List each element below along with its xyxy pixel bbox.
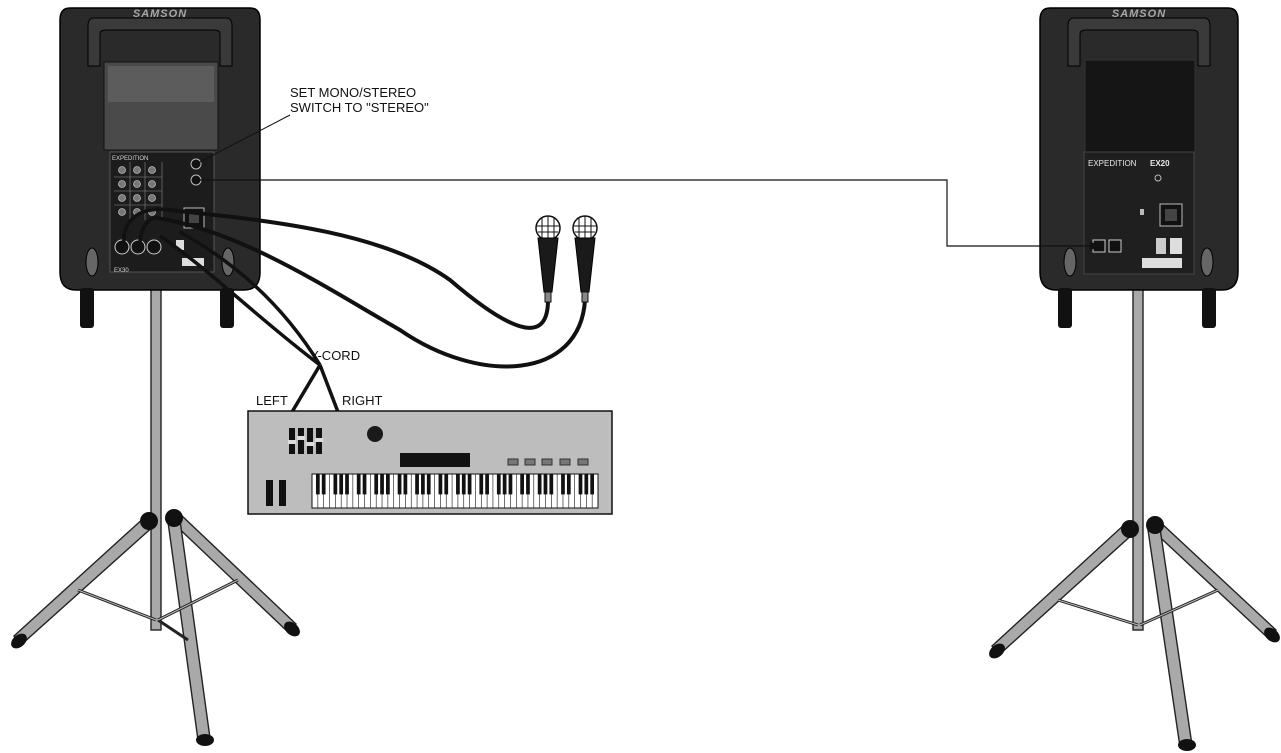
right-speaker-stand xyxy=(989,284,1280,751)
black-key xyxy=(485,474,489,495)
black-key xyxy=(584,474,589,495)
black-key xyxy=(526,474,530,495)
black-key xyxy=(502,474,507,495)
black-key xyxy=(520,474,524,495)
mic-cable-1 xyxy=(169,208,550,330)
black-key xyxy=(321,474,326,495)
black-key xyxy=(380,474,384,495)
black-key xyxy=(561,474,565,495)
link-cable xyxy=(198,179,1090,247)
mic-cable-2 xyxy=(155,216,587,369)
keyboard-synthesizer xyxy=(247,410,613,515)
right-panel-title: EXPEDITION xyxy=(1088,159,1137,168)
left-speaker-stand xyxy=(11,284,300,746)
black-keys xyxy=(315,474,595,495)
black-key xyxy=(578,474,583,495)
left-panel-title: EXPEDITION xyxy=(112,156,148,162)
black-key xyxy=(566,474,571,495)
left-speaker: SAMSON EXPEDITION EX30 xyxy=(59,7,261,328)
black-key xyxy=(426,474,431,495)
right-panel-model: EX20 xyxy=(1150,159,1170,168)
right-speaker: SAMSON EXPEDITION EX20 xyxy=(1039,7,1239,328)
black-key xyxy=(397,474,402,495)
right-speaker-brand: SAMSON xyxy=(1112,8,1166,20)
left-panel-model: EX30 xyxy=(114,268,129,274)
microphone-1 xyxy=(535,215,561,303)
black-key xyxy=(479,474,484,495)
black-key xyxy=(438,474,443,495)
left-speaker-brand: SAMSON xyxy=(133,8,187,20)
black-key xyxy=(356,474,361,495)
cables xyxy=(122,114,1098,413)
left-channel-label: LEFT xyxy=(256,393,288,408)
switch-leader-line xyxy=(195,114,291,165)
link-cable-arrow xyxy=(1090,241,1098,251)
y-cord-cable xyxy=(179,230,322,366)
black-key xyxy=(508,474,513,495)
right-channel-label: RIGHT xyxy=(342,393,383,408)
black-key xyxy=(345,474,349,495)
black-key xyxy=(421,474,425,495)
black-key xyxy=(339,474,344,495)
black-key xyxy=(374,474,379,495)
black-key xyxy=(461,474,466,495)
black-key xyxy=(362,474,367,495)
black-key xyxy=(403,474,408,495)
black-key xyxy=(315,474,320,495)
switch-instruction-line-1: SET MONO/STEREO xyxy=(290,85,416,100)
black-key xyxy=(496,474,501,495)
y-cord-label: Y-CORD xyxy=(310,348,360,363)
black-key xyxy=(415,474,419,495)
black-key xyxy=(386,474,390,495)
black-key xyxy=(333,474,338,495)
microphone-2 xyxy=(572,215,598,303)
switch-instruction-line-2: SWITCH TO "STEREO" xyxy=(290,100,429,115)
black-key xyxy=(456,474,460,495)
black-key xyxy=(467,474,472,495)
black-key xyxy=(590,474,595,495)
black-key xyxy=(549,474,554,495)
black-key xyxy=(537,474,542,495)
black-key xyxy=(444,474,449,495)
black-key xyxy=(543,474,548,495)
